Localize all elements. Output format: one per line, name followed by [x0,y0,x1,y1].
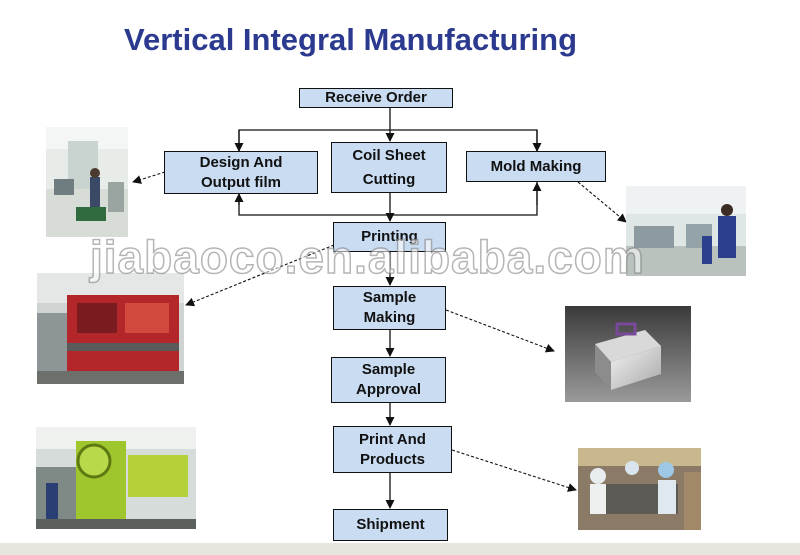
metal-case-photo [565,306,691,402]
step-label: Sample Approval [355,361,421,398]
step-coil-sheet-cutting: Coil Sheet Cutting [331,142,447,193]
step-print-and-products: Print And Products [333,426,452,473]
step-label: Shipment [356,516,425,533]
page-title: Vertical Integral Manufacturing [124,22,578,57]
step-label: Design And Output film [199,153,283,191]
step-label: Receive Order [325,89,427,106]
bottom-band [0,543,800,555]
dashed-arrow-products-photo [451,449,577,492]
design-room-photo [46,127,128,237]
press-machine-photo [36,427,196,529]
step-label: Sample Making [362,289,417,326]
mold-workshop-photo [626,186,746,276]
dashed-arrow-printing-photo [185,244,335,307]
step-label: Printing [361,228,418,245]
step-sample-approval: Sample Approval [331,357,446,403]
assembly-line-photo [578,448,701,530]
step-sample-making: Sample Making [333,286,446,330]
step-label: Mold Making [490,157,582,175]
step-label: Coil Sheet Cutting [352,146,426,188]
printing-machine-photo [37,273,184,384]
step-receive-order: Receive Order [299,88,453,108]
dashed-arrow-mold-photo [577,181,627,223]
step-printing: Printing [333,222,446,252]
step-shipment: Shipment [333,509,448,541]
dashed-arrow-sample-photo [445,309,555,353]
dashed-arrow-design-photo [132,171,166,184]
step-label: Print And Products [359,430,426,468]
step-design-output-film: Design And Output film [164,151,318,194]
step-mold-making: Mold Making [466,151,606,182]
